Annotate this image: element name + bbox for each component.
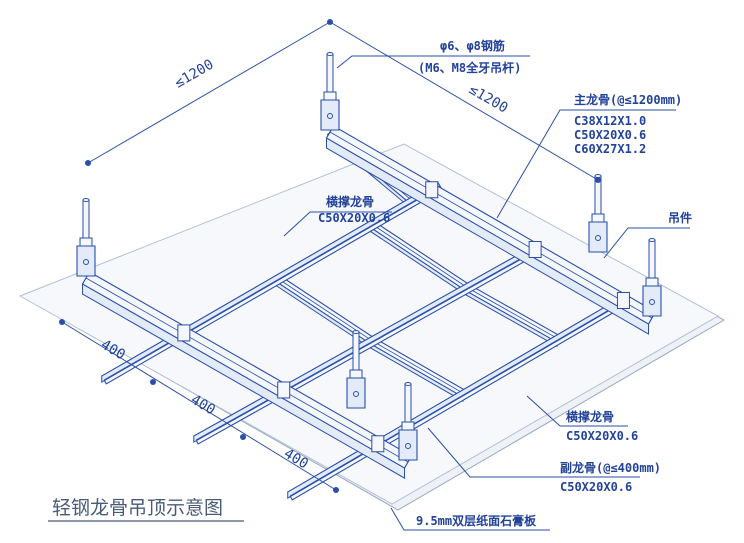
cross-brace-right-label: 横撑龙骨 — [566, 409, 614, 424]
leader-main — [496, 109, 676, 219]
rod-label: φ6、φ8钢筋 — [440, 38, 505, 53]
dim-dot — [333, 487, 339, 493]
dim-line-left-span — [87, 21, 331, 164]
dimension-dots — [59, 19, 601, 493]
hanger-rod — [320, 52, 340, 131]
diagram-title: 轻钢龙骨吊顶示意图 — [52, 497, 223, 519]
dim-dot — [150, 379, 156, 385]
leader-board — [390, 507, 550, 531]
hanger — [588, 221, 608, 253]
leader-hanger — [603, 227, 690, 259]
dim-dot — [327, 19, 333, 25]
gypsum-board — [18, 143, 726, 511]
cross-brace-top-label: 横撑龙骨 — [326, 194, 374, 209]
main-spec-2: C50X20X0.6 — [574, 128, 646, 142]
hanger-rod — [588, 174, 608, 253]
main-channels — [81, 125, 657, 479]
board-label: 9.5mm双层纸面石膏板 — [416, 513, 537, 528]
runner-clip — [528, 240, 542, 258]
sub-runner-spec: C50X20X0.6 — [560, 480, 632, 494]
runner-clip — [277, 381, 291, 399]
leader-lines — [283, 55, 690, 531]
leader-rod — [336, 55, 530, 69]
dimension-lines — [61, 21, 599, 491]
dim-line-right-span — [329, 21, 599, 181]
hanger — [76, 245, 96, 277]
runner-clip — [425, 181, 439, 199]
hanger-rod — [398, 382, 418, 461]
main-channel-label: 主龙骨(@≤1200mm) — [574, 92, 682, 107]
leader-sub — [427, 427, 640, 478]
hanger-rods — [76, 52, 662, 461]
cross-brace-right-spec: C50X20X0.6 — [566, 429, 638, 443]
span-right-label: ≤1200 — [466, 82, 511, 117]
span-left-label: ≤1200 — [172, 57, 217, 92]
leader-cross-top — [283, 211, 392, 237]
dim-line-bottom — [61, 321, 337, 491]
hanger — [320, 99, 340, 131]
dim-dot — [595, 177, 601, 183]
runner-clip — [371, 435, 385, 453]
hanger-rod — [346, 330, 366, 409]
runner-clip — [616, 291, 630, 309]
hanger — [642, 285, 662, 317]
dim-dot — [240, 434, 246, 440]
hanger — [346, 377, 366, 409]
dim-dot — [59, 319, 65, 325]
cross-brace-top-spec: C50X20X0.6 — [318, 211, 390, 225]
hanger-label: 吊件 — [668, 210, 692, 225]
rod-spec-label: (M6、M8全牙吊杆) — [418, 60, 521, 75]
hanger-rod — [76, 198, 96, 277]
main-spec-1: C38X12X1.0 — [574, 114, 646, 128]
runner-clip — [177, 324, 191, 342]
dim-dot — [85, 160, 91, 166]
hanger — [398, 429, 418, 461]
main-spec-3: C60X27X1.2 — [574, 142, 646, 156]
sub-runner-label: 副龙骨(@≤400mm) — [560, 460, 661, 475]
hanger-rod — [642, 238, 662, 317]
leader-cross-right — [526, 395, 628, 427]
